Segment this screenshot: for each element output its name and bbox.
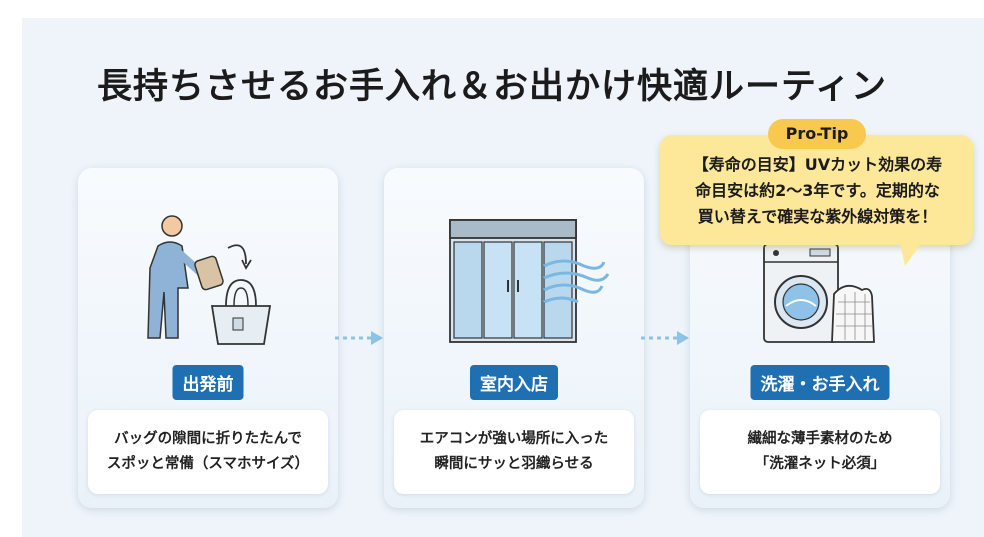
step-description-line: スポッと常備（スマホサイズ）: [106, 456, 310, 472]
dotted-arrow-icon: [641, 331, 689, 345]
washing-machine-and-laundry-net-icon: [763, 243, 875, 343]
step-description: バッグの隙間に折りたたんで スポッと常備（スマホサイズ）: [88, 410, 328, 494]
page-title: 長持ちさせるお手入れ＆お出かけ快適ルーティン: [97, 67, 887, 107]
step-description-line: バッグの隙間に折りたたんで: [114, 430, 302, 447]
step-label: 室内入店: [470, 365, 558, 400]
step-description-line: 「洗濯ネット必須」: [754, 456, 886, 472]
callout-tail: [899, 238, 925, 266]
pro-tip-line: 【寿命の目安】UVカット効果の寿: [692, 155, 943, 174]
step-card-before-leaving: 出発前 バッグの隙間に折りたたんで スポッと常備（スマホサイズ）: [78, 168, 338, 508]
person-folding-into-tote-bag-icon: [147, 215, 272, 345]
automatic-door-with-air-wind-icon: [449, 219, 610, 343]
dotted-arrow-icon: [335, 331, 383, 345]
pro-tip-callout: [660, 135, 973, 245]
step-description-line: エアコンが強い場所に入った: [419, 430, 609, 447]
step-card-entering-room: 室内入店 エアコンが強い場所に入った 瞬間にサッと羽織らせる: [384, 168, 644, 508]
pro-tip-text: 【寿命の目安】UVカット効果の寿 命目安は約2〜3年です。定期的な 買い替えで確…: [670, 152, 965, 230]
step-description-line: 瞬間にサッと羽織らせる: [434, 456, 594, 472]
step-description: エアコンが強い場所に入った 瞬間にサッと羽織らせる: [394, 410, 634, 494]
pro-tip-line: 買い替えで確実な紫外線対策を！: [697, 207, 938, 226]
pro-tip-line: 命目安は約2〜3年です。定期的な: [695, 181, 940, 200]
step-label: 出発前: [172, 365, 244, 400]
step-label: 洗濯・お手入れ: [750, 365, 890, 400]
pro-tip-badge: Pro-Tip: [768, 119, 866, 149]
step-description-line: 繊細な薄手素材のため: [747, 430, 893, 447]
step-description: 繊細な薄手素材のため 「洗濯ネット必須」: [700, 410, 940, 494]
